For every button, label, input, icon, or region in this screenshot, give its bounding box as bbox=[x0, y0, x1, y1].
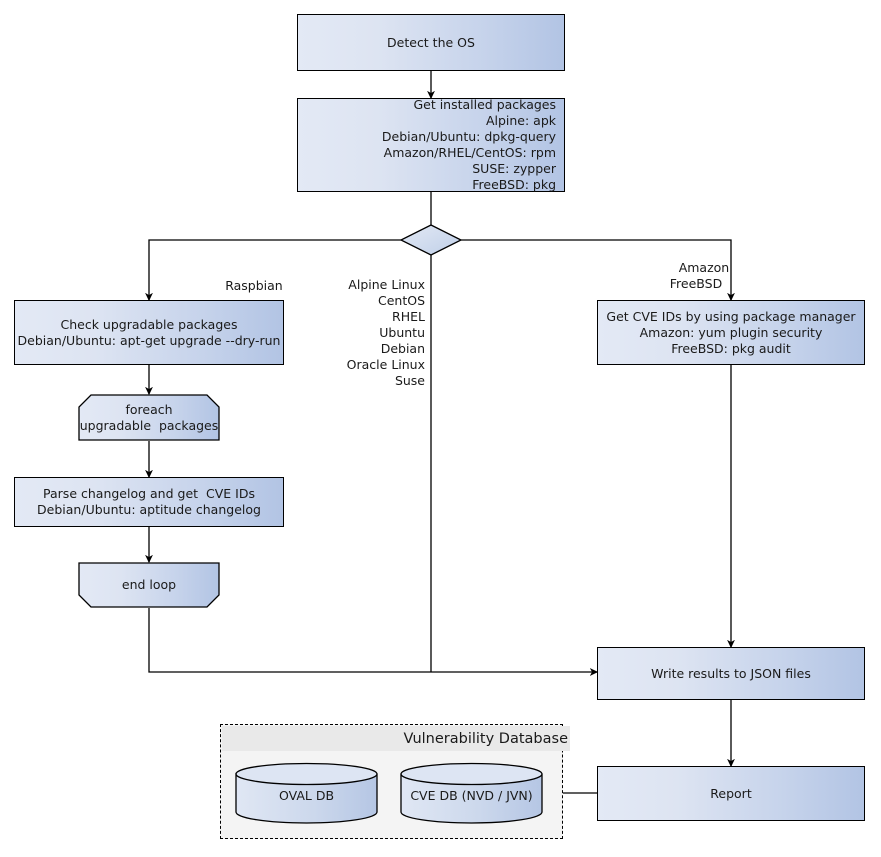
edge-label-amazon-freebsd: Amazon FreeBSD bbox=[606, 244, 786, 308]
node-check-upgradable[interactable]: Check upgradable packages Debian/Ubuntu:… bbox=[14, 300, 284, 365]
node-write-results[interactable]: Write results to JSON files bbox=[597, 647, 865, 700]
database-cylinder-oval[interactable]: OVAL DB bbox=[235, 762, 378, 824]
edge-label-raspbian-text: Raspbian bbox=[225, 278, 283, 293]
node-foreach-loop[interactable]: foreach upgradable packages bbox=[78, 394, 220, 441]
node-get-cve-ids-label: Get CVE IDs by using package manager Ama… bbox=[606, 308, 856, 356]
edge-label-amazon-freebsd-text: Amazon FreeBSD bbox=[669, 260, 730, 291]
edge-decision-left bbox=[145, 239, 401, 302]
node-detect-os-label: Detect the OS bbox=[387, 34, 475, 50]
node-report[interactable]: Report bbox=[597, 766, 865, 821]
node-end-loop[interactable]: end loop bbox=[78, 562, 220, 608]
node-end-loop-label: end loop bbox=[121, 577, 177, 592]
edge-label-middle-os-list: Alpine Linux CentOS RHEL Ubuntu Debian O… bbox=[250, 261, 425, 405]
node-parse-changelog-label: Parse changelog and get CVE IDs Debian/U… bbox=[37, 486, 261, 517]
node-parse-changelog[interactable]: Parse changelog and get CVE IDs Debian/U… bbox=[14, 477, 284, 527]
node-detect-os[interactable]: Detect the OS bbox=[297, 14, 565, 71]
edge-decision-right bbox=[461, 239, 735, 302]
edge-label-raspbian: Raspbian bbox=[156, 262, 336, 310]
node-report-label: Report bbox=[710, 785, 752, 801]
oval-db-cylinder-shape bbox=[235, 762, 378, 824]
database-cylinder-oval-label: OVAL DB bbox=[278, 787, 335, 803]
node-get-installed-packages-label: Get installed packages Alpine: apk Debia… bbox=[381, 97, 556, 192]
node-get-cve-ids[interactable]: Get CVE IDs by using package manager Ama… bbox=[597, 300, 865, 365]
cve-db-cylinder-shape bbox=[400, 762, 543, 824]
edge-label-middle-os-list-text: Alpine Linux CentOS RHEL Ubuntu Debian O… bbox=[346, 277, 425, 388]
node-get-installed-packages[interactable]: Get installed packages Alpine: apk Debia… bbox=[297, 97, 565, 192]
vulnerability-database-title: Vulnerability Database bbox=[222, 726, 570, 751]
node-check-upgradable-label: Check upgradable packages Debian/Ubuntu:… bbox=[17, 316, 281, 348]
node-write-results-label: Write results to JSON files bbox=[651, 665, 811, 681]
vulnerability-database-title-text: Vulnerability Database bbox=[403, 730, 568, 747]
decision-diamond bbox=[399, 224, 463, 256]
database-cylinder-cve-label: CVE DB (NVD / JVN) bbox=[410, 787, 533, 803]
node-foreach-loop-label: foreach upgradable packages bbox=[79, 401, 219, 433]
foreach-shape bbox=[78, 394, 220, 441]
edge-endloop-to-write bbox=[148, 608, 599, 676]
end-loop-shape bbox=[78, 562, 220, 608]
database-cylinder-cve[interactable]: CVE DB (NVD / JVN) bbox=[400, 762, 543, 824]
